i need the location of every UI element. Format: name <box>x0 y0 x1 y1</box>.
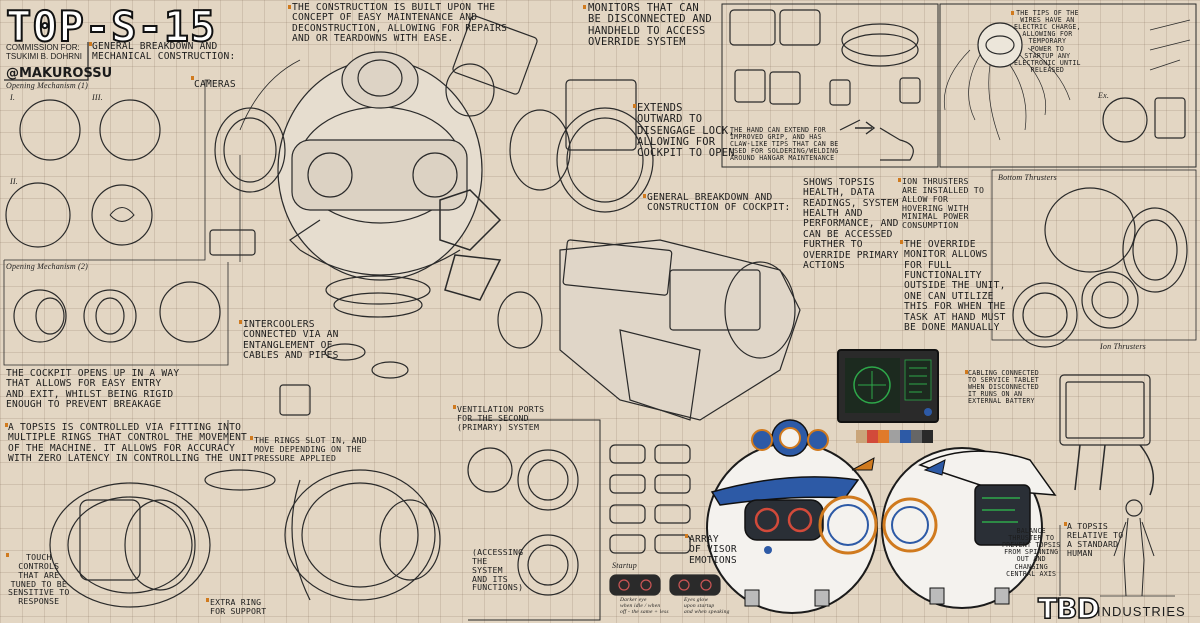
commission-credit: COMMISSION FOR: TSUKIMI B. DOHRNI <box>6 43 83 61</box>
override-monitor-illustration <box>837 349 939 423</box>
topsis-front-view <box>706 419 878 614</box>
note-wires: THE TIPS OF THE WIRES HAVE AN ELECTRIC C… <box>1014 9 1081 74</box>
brand-logo: TBD <box>1037 591 1100 623</box>
brand-suffix: INDUSTRIES <box>1097 604 1186 619</box>
label-opening-mechanism-2: Opening Mechanism (2) <box>6 262 88 271</box>
label-roman-1: I. <box>10 93 16 102</box>
note-balance: BALANCE THRUSTER TO PREVENT TOPSIS FROM … <box>1002 527 1061 578</box>
note-ventilation: VENTILATION PORTS FOR THE SECOND (PRIMAR… <box>457 404 545 432</box>
note-rings-slot: THE RINGS SLOT IN, AND MOVE DEPENDING ON… <box>254 435 367 463</box>
note-construction: THE CONSTRUCTION IS BUILT UPON THE CONCE… <box>292 2 508 45</box>
label-opening-mechanism-1: Opening Mechanism (1) <box>6 81 88 90</box>
note-cockpit-opens: THE COCKPIT OPENS UP IN A WAY THAT ALLOW… <box>6 368 180 411</box>
note-relative: A TOPSIS RELATIVE TO A STANDARD HUMAN <box>1067 521 1124 558</box>
artist-handle: @MAKUROSSU <box>6 66 113 81</box>
note-controlled: A TOPSIS IS CONTROLLED VIA FITTING INTO … <box>8 422 254 465</box>
note-array: ARRAY OF VISOR EMOTIONS <box>689 534 737 566</box>
topsis-back-view <box>881 447 1057 609</box>
label-ion-thrusters: Ion Thrusters <box>1100 342 1146 351</box>
color-swatches <box>856 430 933 443</box>
note-extra-ring: EXTRA RING FOR SUPPORT <box>210 597 267 616</box>
note-hand: THE HAND CAN EXTEND FOR IMPROVED GRIP, A… <box>730 126 839 163</box>
label-roman-2: II. <box>10 177 18 186</box>
note-cabling: CABLING CONNECTED TO SERVICE TABLET WHEN… <box>968 369 1039 406</box>
visor-note-2: Eyes glow upon startup and when speaking <box>684 597 730 615</box>
visor-note-1: Darker eye when idle / when off - the sa… <box>620 597 669 615</box>
note-ion: ION THRUSTERS ARE INSTALLED TO ALLOW FOR… <box>902 176 985 231</box>
note-extends: EXTENDS OUTWARD TO DISENGAGE LOCK, ALLOW… <box>637 102 735 160</box>
note-markers <box>5 5 1067 602</box>
cockpit-breakdown-heading: GENERAL BREAKDOWN AND CONSTRUCTION OF CO… <box>647 192 791 214</box>
note-monitors: MONITORS THAT CAN BE DISCONNECTED AND HA… <box>588 2 712 48</box>
note-accessing: (ACCESSING THE SYSTEM AND ITS FUNCTIONS) <box>472 547 524 593</box>
label-bottom-thrusters: Bottom Thrusters <box>998 173 1057 182</box>
note-intercoolers: INTERCOOLERS CONNECTED VIA AN ENTANGLEME… <box>243 319 339 362</box>
label-ex: Ex. <box>1098 91 1110 100</box>
label-startup: Startup <box>612 561 637 570</box>
label-roman-3: III. <box>92 93 103 102</box>
note-override: THE OVERRIDE MONITOR ALLOWS FOR FULL FUN… <box>904 239 1006 333</box>
sheet-title: T0P-S-15 <box>5 1 217 52</box>
note-touch: TOUCH CONTROLS THAT ARE TUNED TO BE SENS… <box>8 552 70 607</box>
label-cameras: CAMERAS <box>194 79 236 90</box>
note-shows: SHOWS TOPSIS HEALTH, DATA READINGS, SYST… <box>803 177 899 271</box>
general-breakdown-heading: GENERAL BREAKDOWN AND MECHANICAL CONSTRU… <box>92 41 236 63</box>
